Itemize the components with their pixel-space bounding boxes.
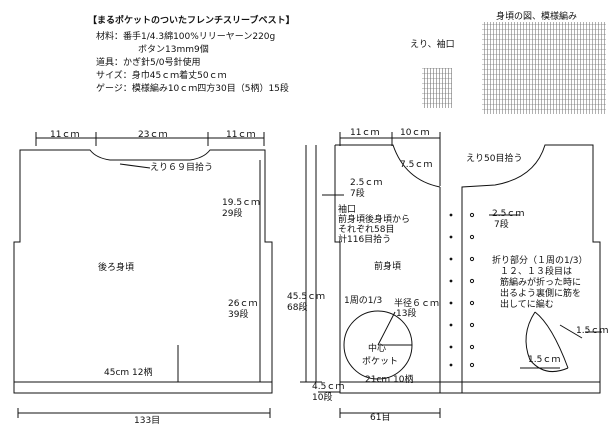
front-side-rows: 7段 [350,189,365,199]
front-band-width: 2.5ｃｍ [492,209,525,219]
pocket-edge-right: 1.5ｃｍ [576,326,609,336]
sleeve-note-2: それぞれ58目 [338,225,395,235]
front-collar-pickup: えり50目拾う [466,154,523,164]
materials-buttons: ボタン13mm9個 [138,45,209,55]
fold-note-3: 筋編みが折った時に [500,278,582,288]
back-lower-rows: 39段 [228,310,249,320]
folded-pocket [525,311,569,373]
pocket-center: 中心 [368,344,387,354]
collar-chart-label: えり、袖口 [410,40,455,50]
back-width-mid: 23ｃｍ [138,130,168,140]
front-total-rows: 68段 [287,303,308,313]
back-width-right: 11ｃｍ [226,130,256,140]
front-hem-height: 4.5ｃｍ [312,382,345,392]
fold-note-5: 出してに編む [500,300,554,310]
back-body-name: 後ろ身頃 [98,263,135,273]
back-upper-height: 19.5ｃｍ [222,198,261,208]
back-body-outline [13,149,273,394]
pocket-radius-rows: 13段 [396,309,417,319]
stitch-chart-body [482,22,606,114]
back-hem-width: 45cm 12柄 [104,368,153,378]
back-lower-height: 26ｃｍ [228,299,258,309]
front-body-name: 前身頃 [374,262,402,272]
front-hem-rows: 10段 [312,393,333,403]
tools-line: 道具：かぎ針5/0号針使用 [96,58,201,68]
sleeve-note-1: 前身頃後身頃から [338,215,411,225]
back-neck-pickup: えり６９目拾う [150,163,214,173]
pattern-title: 【まるポケットのついたフレンチスリーブベスト】 [88,16,295,26]
fold-note-2: １２、１３段目は [500,267,573,277]
back-bottom-stitches: 133目 [134,416,161,426]
pocket-third-label: 1周の1/3 [344,296,383,306]
pocket-radius: 半径６ｃｍ [394,299,440,309]
body-chart-label: 身頃の図、模様編み [496,12,578,22]
front-total-height: 45.5ｃｍ [287,292,326,302]
stitch-chart-collar [422,68,452,108]
materials-line: 材料：番手1/4.3綿100%リリーヤーン220g [96,32,276,42]
front-body-outline [334,144,601,394]
buttonhole-column [469,212,475,368]
front-neck-drop: 7.5ｃｍ [400,160,433,170]
front-band-rows: 7段 [494,220,509,230]
sleeve-label: 袖口 [338,205,357,215]
fold-note-4: 出るよう裏側に筋を [500,289,582,299]
front-side-height: 2.5ｃｍ [350,178,383,188]
sleeve-note-3: 計116目拾う [338,235,392,245]
fold-note-1: 折り部分（１周の1/3） [492,256,588,266]
size-line: サイズ：身巾45ｃｍ着丈50ｃｍ [96,71,227,81]
front-width-left: 11ｃｍ [350,128,380,138]
front-hem-width: 21cm 10柄 [365,375,414,385]
front-bottom-stitches: 61目 [370,413,391,423]
front-width-right: 10ｃｍ [400,128,430,138]
pocket-edge-bottom: 1.5ｃｍ [528,355,561,365]
back-width-left: 11ｃｍ [50,130,80,140]
back-upper-rows: 29段 [222,209,243,219]
gauge-line: ゲージ：模様編み10ｃｍ四方30目（5柄）15段 [96,84,289,94]
pocket-label: ポケット [362,357,399,367]
button-column [449,213,453,367]
